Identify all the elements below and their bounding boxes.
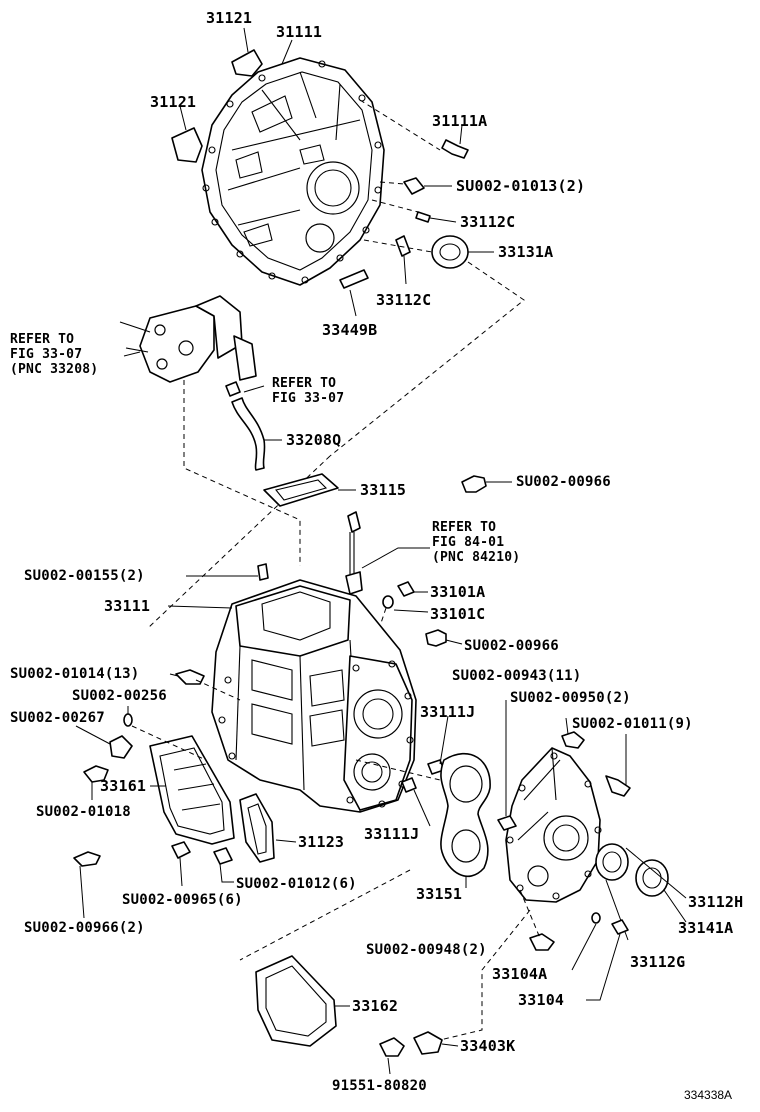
ref-right-line2: FIG 84-01 <box>432 535 505 550</box>
ref-right-line3: (PNC 84210) <box>432 550 521 565</box>
label-31111A: 31111A <box>432 112 488 130</box>
ring-su002-00256 <box>123 713 133 727</box>
breather-su002-00966-bottom <box>73 851 101 867</box>
label-33131A: 33131A <box>498 243 554 261</box>
label-31123: 31123 <box>298 833 345 851</box>
label-su002-00966-bottom: SU002-00966(2) <box>24 920 145 936</box>
pin-33112C-bottom <box>395 235 411 257</box>
pin-su002-00155 <box>257 563 269 581</box>
ref-fig-84-01: REFER TO FIG 84-01 (PNC 84210) <box>432 520 520 565</box>
label-su002-00966-top: SU002-00966 <box>516 474 611 490</box>
gasket-33151 <box>440 752 491 878</box>
gasket-33101C <box>382 595 394 609</box>
label-33111-mid: 33111 <box>104 597 151 615</box>
label-33112G: 33112G <box>630 953 686 971</box>
clutch-housing-31111 <box>201 57 385 286</box>
dust-cover-top-31121 <box>231 49 263 77</box>
dowel-su002-01013 <box>403 177 425 195</box>
ref-mid-line2: FIG 33-07 <box>272 391 345 406</box>
bolt-su002-00965 <box>171 841 191 859</box>
pin-33111J-bottom <box>401 777 417 793</box>
label-33104: 33104 <box>518 991 565 1009</box>
ref-mid-line1: REFER TO <box>272 376 337 391</box>
label-su002-00948: SU002-00948(2) <box>366 942 487 958</box>
plug-33104 <box>611 919 629 935</box>
pin-33112C-right <box>415 211 431 223</box>
seal-33112H <box>595 843 629 881</box>
ref-left-line2: FIG 33-07 <box>10 347 83 362</box>
shift-bracket-assembly <box>119 295 257 383</box>
label-33161: 33161 <box>100 777 147 795</box>
breather-su002-00966-top <box>461 475 487 493</box>
bolt-su002-00943 <box>497 815 517 831</box>
plug-33403K <box>413 1031 443 1055</box>
label-su002-00256: SU002-00256 <box>72 688 167 704</box>
label-33112C-right: 33112C <box>460 213 516 231</box>
ring-33104A <box>591 912 601 924</box>
sensor-84210 <box>345 511 363 595</box>
label-31121-left: 31121 <box>150 93 197 111</box>
plate-33449B <box>339 269 369 289</box>
label-su002-00943: SU002-00943(11) <box>452 668 582 684</box>
label-33151: 33151 <box>416 885 463 903</box>
label-33112C-bottom: 33112C <box>376 291 432 309</box>
oil-pan-gasket-33162 <box>255 955 337 1047</box>
label-su002-01013: SU002-01013(2) <box>456 177 586 195</box>
bolt-31111A <box>441 139 469 159</box>
dust-cover-left-31121 <box>171 127 203 163</box>
label-33141A: 33141A <box>678 919 734 937</box>
bolt-su002-00948 <box>529 933 555 951</box>
bolt-su002-01018 <box>83 765 109 783</box>
label-91551-80820: 91551-80820 <box>332 1078 427 1094</box>
label-33403K: 33403K <box>460 1037 516 1055</box>
label-su002-00155: SU002-00155(2) <box>24 568 145 584</box>
transmission-case-33111 <box>211 579 417 813</box>
cover-plate-33115 <box>263 473 339 507</box>
extension-housing <box>505 747 602 903</box>
label-su002-01012: SU002-01012(6) <box>236 876 357 892</box>
oil-seal-33131A <box>431 235 469 269</box>
label-33208Q: 33208Q <box>286 431 342 449</box>
label-33162: 33162 <box>352 997 399 1015</box>
bolt-91551-80820 <box>379 1037 405 1057</box>
label-33112H: 33112H <box>688 893 744 911</box>
bracket-31123 <box>239 793 275 863</box>
label-33101C: 33101C <box>430 605 486 623</box>
label-su002-01018: SU002-01018 <box>36 804 131 820</box>
label-33101A: 33101A <box>430 583 486 601</box>
label-su002-00965: SU002-00965(6) <box>122 892 243 908</box>
label-33111J-top: 33111J <box>420 703 476 721</box>
bolt-su002-01011 <box>605 775 631 797</box>
label-33115: 33115 <box>360 481 407 499</box>
ref-left-line3: (PNC 33208) <box>10 362 99 377</box>
label-su002-00966-mid: SU002-00966 <box>464 638 559 654</box>
diagram-id: 334338A <box>684 1088 733 1102</box>
label-31111-top: 31111 <box>276 23 323 41</box>
label-33104A: 33104A <box>492 965 548 983</box>
ref-fig-33-07-mid: REFER TO FIG 33-07 <box>272 376 344 406</box>
label-31121-top: 31121 <box>206 9 253 27</box>
ref-right-line1: REFER TO <box>432 520 497 535</box>
label-su002-00267: SU002-00267 <box>10 710 105 726</box>
seal-33141A <box>635 859 669 897</box>
ref-left-line1: REFER TO <box>10 332 75 347</box>
sensor-su002-00267 <box>109 735 133 759</box>
label-su002-01011: SU002-01011(9) <box>572 716 693 732</box>
breather-su002-00966-mid <box>425 629 447 647</box>
bolt-su002-01012 <box>213 847 233 865</box>
label-su002-01014: SU002-01014(13) <box>10 666 140 682</box>
bolt-su002-00950 <box>561 731 585 749</box>
hose-33208Q <box>231 397 266 471</box>
plug-33101A <box>397 581 415 597</box>
label-su002-00950: SU002-00950(2) <box>510 690 631 706</box>
label-33111J-bottom: 33111J <box>364 825 420 843</box>
ref-fig-33-07-left: REFER TO FIG 33-07 (PNC 33208) <box>10 332 98 377</box>
side-cover-33161 <box>149 735 235 845</box>
label-33449B: 33449B <box>322 321 378 339</box>
